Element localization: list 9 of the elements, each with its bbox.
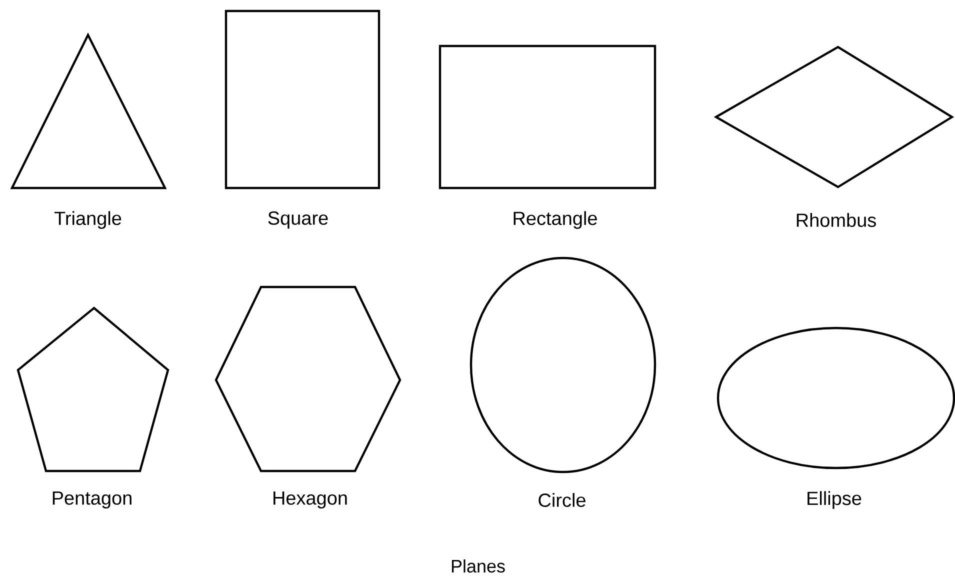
shape-label: Triangle — [54, 211, 122, 229]
shape-label: Rhombus — [796, 213, 876, 227]
shape-label: Circle — [538, 493, 586, 507]
shape-label: Hexagon — [274, 492, 347, 508]
caption: Planes — [452, 559, 505, 573]
shape-label: Square — [268, 211, 328, 229]
shape-label: Ellipse — [808, 491, 862, 509]
shape-label: Pentagon — [52, 492, 132, 508]
shape-label: Rectangle — [514, 211, 597, 229]
